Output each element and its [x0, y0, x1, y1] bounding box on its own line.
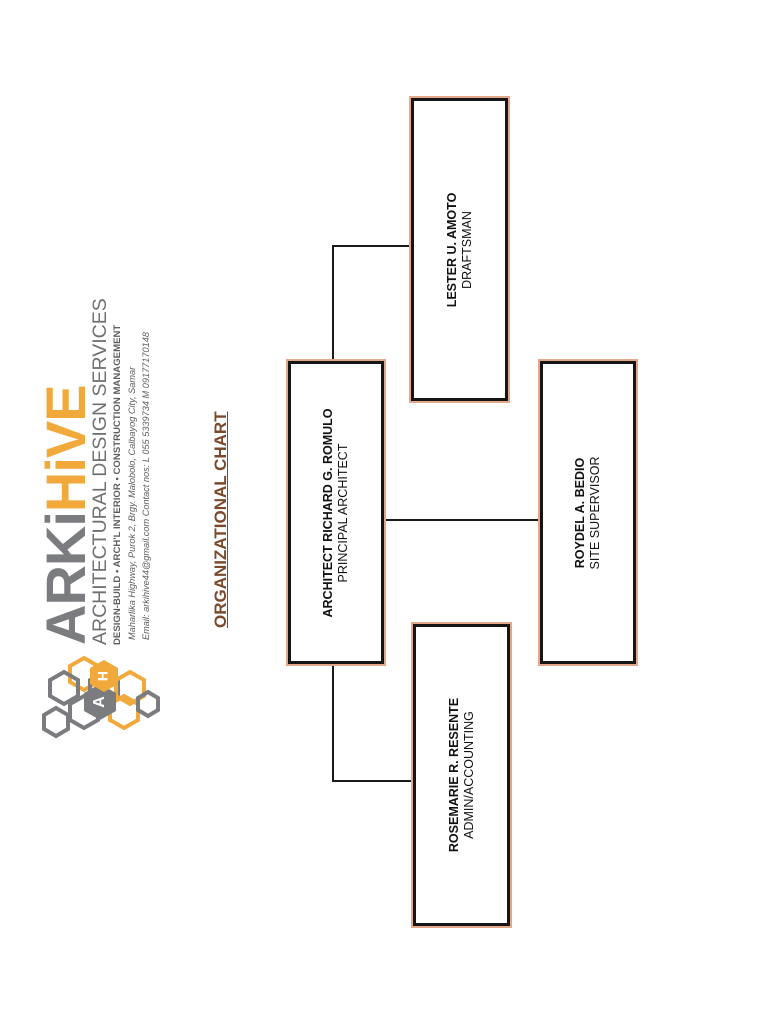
brand-wordmark: ARKiHiVE — [34, 385, 97, 645]
node-draftsman-text: LESTER U. AMOTO DRAFTSMAN — [445, 192, 475, 307]
connector-principal-draftsman-stem — [332, 245, 334, 362]
logo-letter-h: H — [95, 671, 111, 681]
node-principal-name: ARCHITECT RICHARD G. ROMULO — [321, 407, 335, 618]
brand-wordmark-part1: ARKi — [34, 512, 97, 645]
node-draftsman-name: LESTER U. AMOTO — [444, 192, 459, 307]
node-admin-accounting: ROSEMARIE R. RESENTE ADMIN/ACCOUNTING — [413, 624, 510, 926]
node-draftsman-role: DRAFTSMAN — [459, 210, 474, 289]
logo-hexagon — [48, 669, 80, 707]
node-principal-role: PRINCIPAL ARCHITECT — [336, 443, 350, 582]
brand-address: Maharlika Highway, Purok 2, Brgy. Malobo… — [127, 366, 137, 640]
brand-wordmark-part2: HiVE — [34, 385, 97, 513]
logo-hexagon-a — [84, 684, 116, 720]
node-principal-text: ARCHITECT RICHARD G. ROMULO PRINCIPAL AR… — [321, 408, 351, 617]
brand-contact: Email: arkihive44@gmail.com Contact nos:… — [141, 332, 151, 640]
connector-principal-supervisor — [384, 519, 542, 521]
node-site-supervisor-text: ROYDEL A. BEDIO SITE SUPERVISOR — [573, 456, 603, 569]
node-site-supervisor: ROYDEL A. BEDIO SITE SUPERVISOR — [540, 361, 636, 664]
chart-title: ORGANIZATIONAL CHART — [211, 411, 230, 628]
logo-hexagon-h — [90, 660, 118, 692]
logo-hexagon — [136, 689, 160, 719]
node-admin-text: ROSEMARIE R. RESENTE ADMIN/ACCOUNTING — [447, 698, 477, 852]
logo-letter-a: A — [91, 696, 108, 708]
connector-principal-admin-stem — [332, 663, 334, 781]
connector-principal-admin-branch — [332, 780, 414, 782]
node-admin-role: ADMIN/ACCOUNTING — [461, 711, 476, 839]
node-site-supervisor-name: ROYDEL A. BEDIO — [573, 457, 587, 568]
brand-services: ARCHITECTURAL DESIGN SERVICES — [89, 298, 111, 645]
node-principal-architect: ARCHITECT RICHARD G. ROMULO PRINCIPAL AR… — [288, 361, 384, 664]
logo-hexagon — [42, 705, 70, 739]
brand-tagline: DESIGN-BUILD • ARCH'L INTERIOR • CONSTRU… — [112, 324, 123, 645]
node-admin-name: ROSEMARIE R. RESENTE — [446, 697, 461, 853]
connector-principal-draftsman-branch — [332, 245, 412, 247]
node-site-supervisor-role: SITE SUPERVISOR — [588, 456, 602, 569]
node-draftsman: LESTER U. AMOTO DRAFTSMAN — [411, 98, 508, 401]
